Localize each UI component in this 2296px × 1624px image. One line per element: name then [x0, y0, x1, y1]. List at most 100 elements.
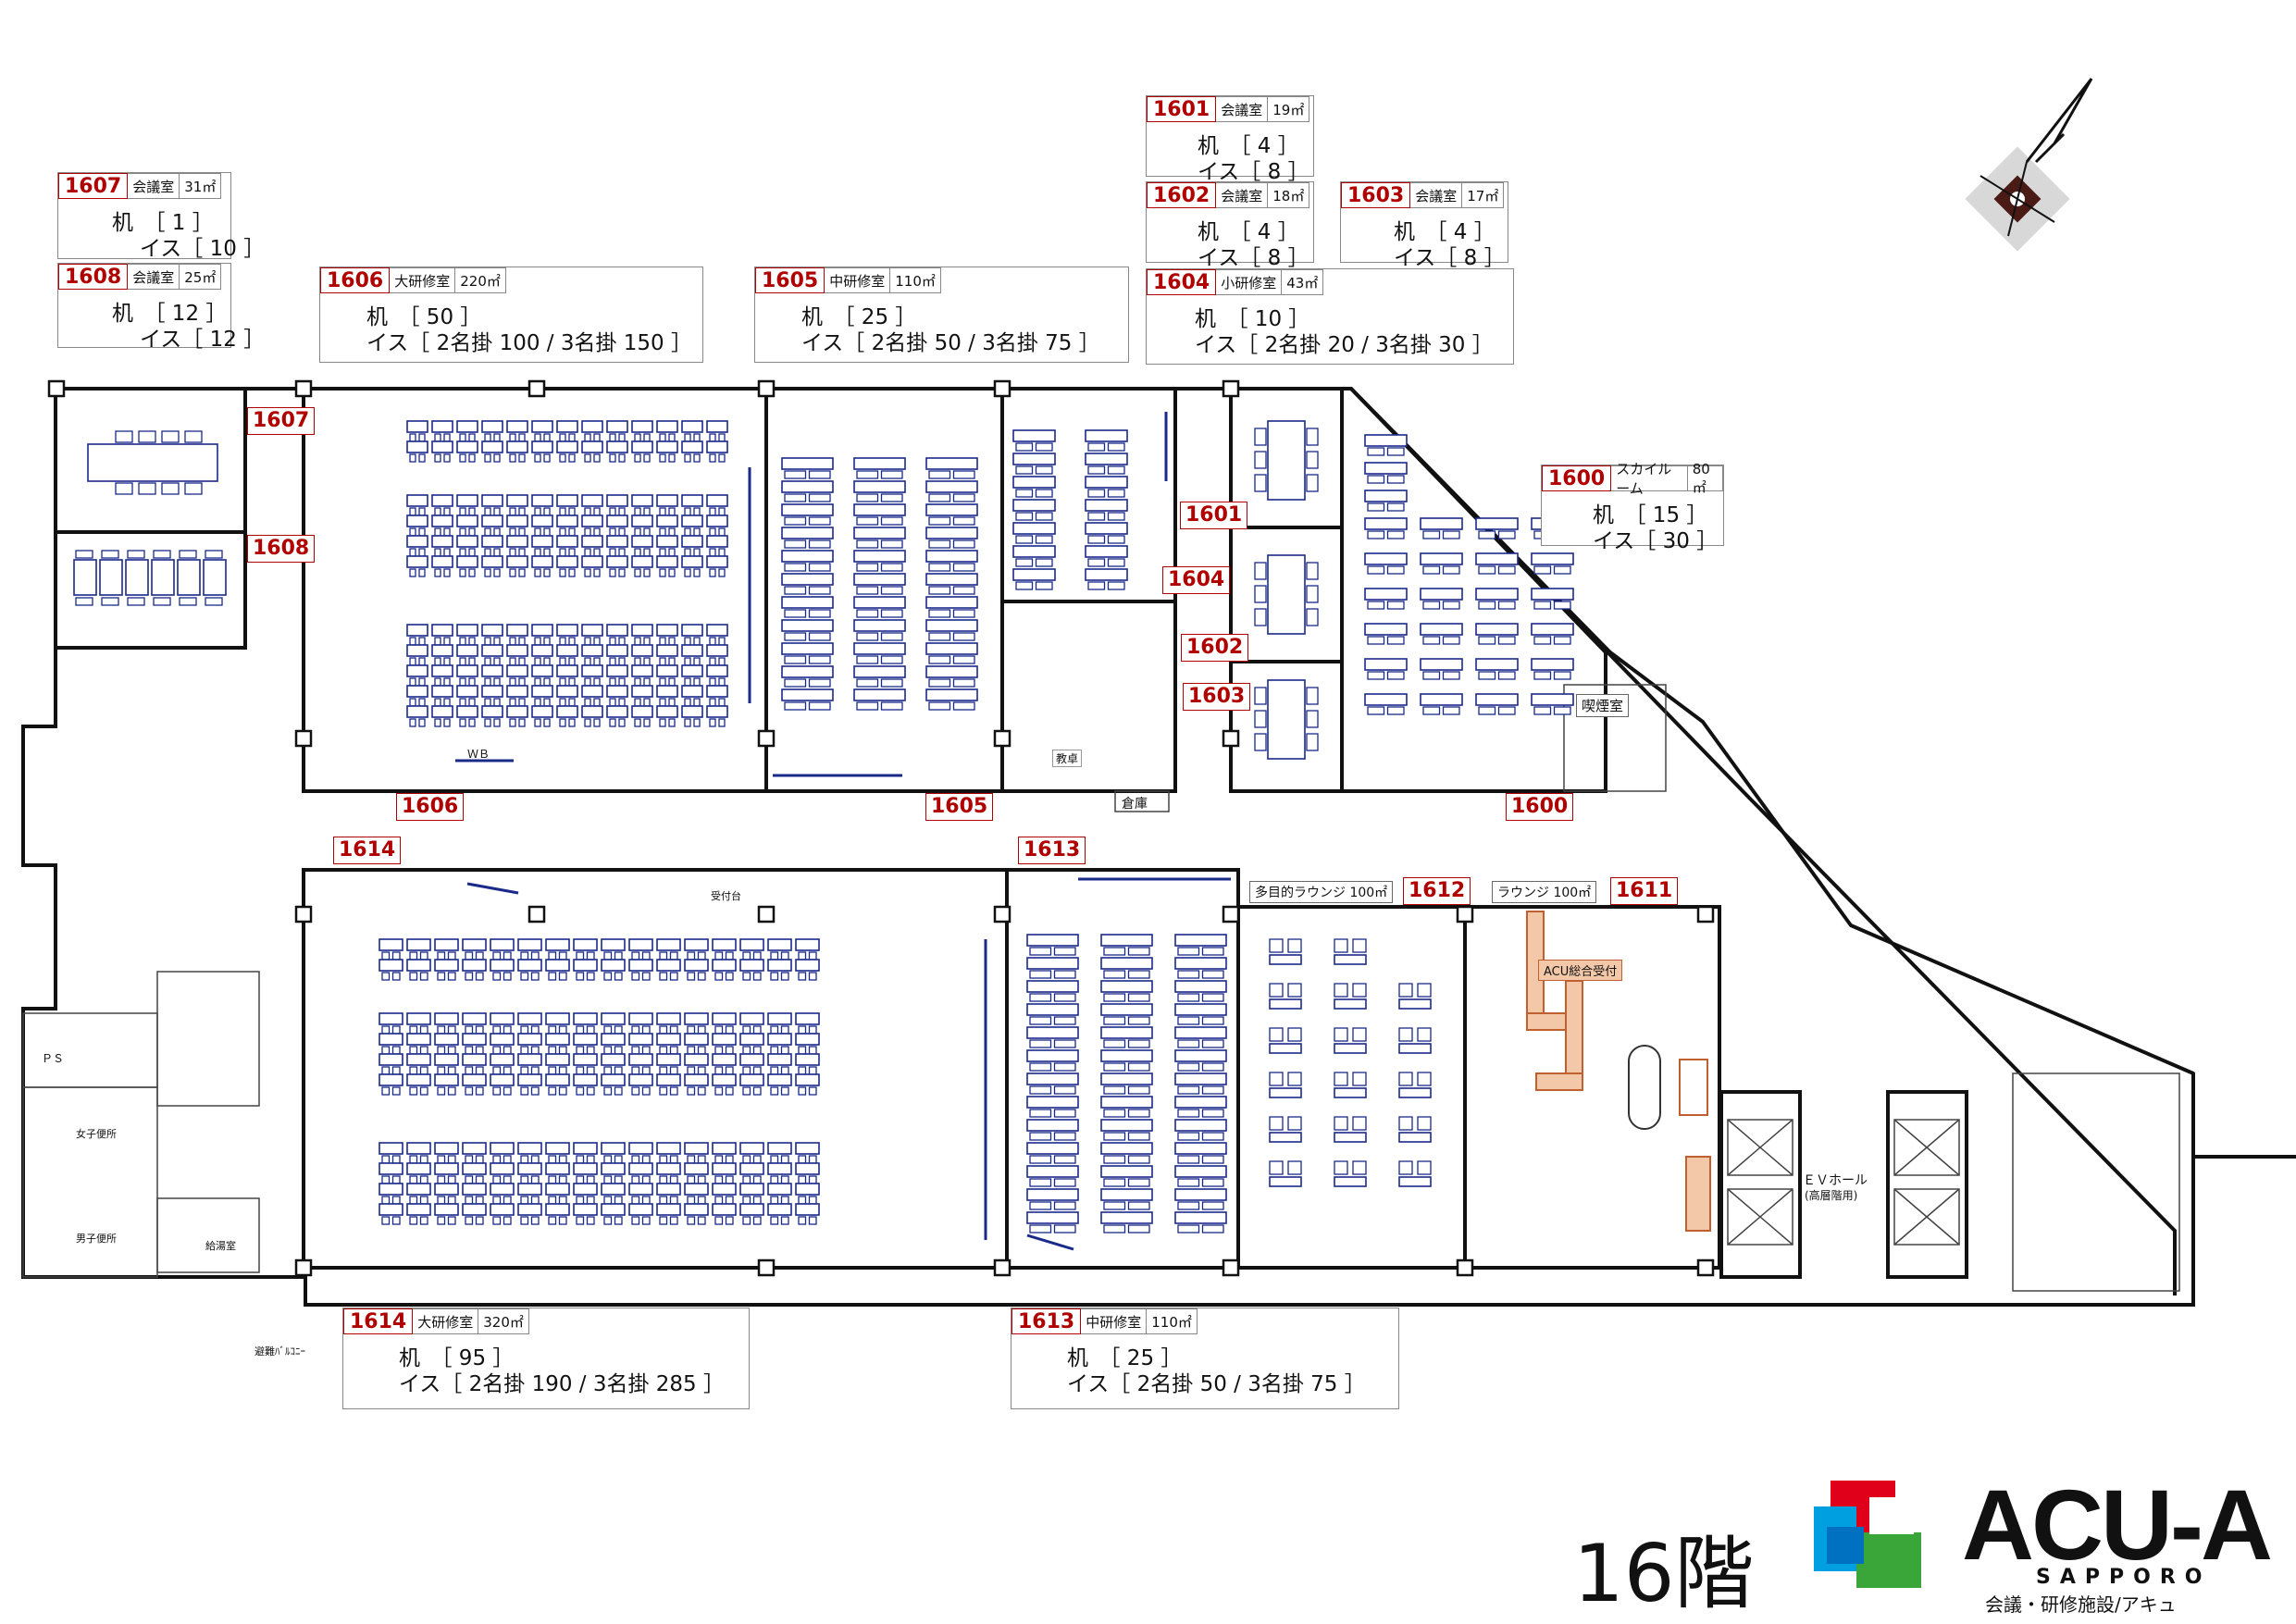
chair	[697, 1196, 706, 1205]
desk	[406, 555, 428, 568]
chair	[1201, 970, 1224, 979]
chair	[409, 718, 416, 727]
chair	[1553, 671, 1571, 680]
chair	[492, 951, 502, 961]
desk	[631, 535, 653, 548]
room-tag-1603: 1603	[1183, 683, 1251, 711]
multi-lounge-label: 多目的ラウンジ 100㎡	[1249, 881, 1394, 903]
desk	[490, 1073, 515, 1086]
lounge-label: ラウンジ 100㎡	[1492, 881, 1597, 903]
chair	[1053, 1201, 1076, 1210]
desk	[1334, 1087, 1367, 1098]
chair	[509, 548, 516, 557]
chair	[443, 527, 451, 537]
desk	[531, 514, 553, 527]
desk-count: 机 ［ 4 ］	[1198, 134, 1299, 158]
chair	[1306, 474, 1319, 492]
desk	[406, 1162, 431, 1175]
chair	[381, 1175, 391, 1184]
chair	[443, 637, 451, 646]
desk	[406, 1012, 431, 1025]
chair	[1107, 489, 1125, 498]
desk	[1334, 954, 1367, 965]
chair	[493, 637, 501, 646]
chair	[418, 433, 426, 442]
chair	[503, 1086, 512, 1096]
chair	[1127, 1178, 1150, 1187]
chair	[1053, 947, 1076, 956]
desk	[462, 959, 487, 972]
desk	[481, 664, 503, 677]
chair	[643, 453, 651, 463]
chair	[459, 527, 466, 537]
desk	[99, 559, 123, 596]
chair	[459, 568, 466, 577]
chair	[1306, 451, 1319, 469]
chair	[693, 698, 701, 707]
chair	[475, 1046, 484, 1055]
chair	[1035, 535, 1053, 544]
chair	[742, 1046, 751, 1055]
chair	[752, 972, 762, 981]
desk	[462, 1073, 487, 1086]
chair	[1201, 1178, 1224, 1187]
chair	[856, 563, 879, 572]
desk	[606, 624, 628, 637]
desk	[1531, 623, 1574, 636]
chair	[684, 568, 691, 577]
desk	[631, 514, 653, 527]
chair	[559, 718, 566, 727]
chair	[520, 1086, 529, 1096]
chair	[684, 718, 691, 727]
desk	[681, 514, 703, 527]
desk	[456, 514, 478, 527]
desk	[490, 959, 515, 972]
chair	[568, 507, 576, 516]
chair	[742, 951, 751, 961]
chair	[1201, 1085, 1224, 1095]
chair	[718, 698, 726, 707]
room-area: 110㎡	[890, 267, 941, 293]
chair	[784, 609, 807, 618]
chair	[1127, 1085, 1150, 1095]
desk	[506, 514, 528, 527]
chair	[1334, 1027, 1348, 1042]
desk	[434, 959, 459, 972]
chair	[659, 972, 668, 981]
chair	[530, 1175, 540, 1184]
desk	[431, 685, 453, 698]
desk	[581, 664, 603, 677]
desk	[531, 535, 553, 548]
chair	[1177, 1085, 1200, 1095]
chair	[1177, 1178, 1200, 1187]
desk	[706, 555, 728, 568]
chair	[576, 951, 585, 961]
desk	[601, 1183, 626, 1196]
room-tag-1612: 1612	[1403, 877, 1471, 905]
desk	[739, 1012, 764, 1025]
chair	[1053, 1062, 1076, 1072]
chair	[784, 678, 807, 688]
chair	[641, 1046, 651, 1055]
chair	[1053, 1132, 1076, 1141]
chair	[437, 972, 446, 981]
chair	[659, 568, 666, 577]
desk	[712, 1183, 737, 1196]
room-type: 会議室	[1410, 182, 1463, 208]
desk	[601, 959, 626, 972]
room-area: 17㎡	[1462, 182, 1505, 208]
chair	[534, 527, 541, 537]
desk	[681, 494, 703, 507]
desk	[1085, 499, 1128, 512]
chair	[1497, 706, 1516, 715]
desk	[1174, 934, 1227, 947]
chair	[419, 1086, 428, 1096]
chair-count: イス［ 8 ］	[1394, 246, 1506, 270]
chair	[880, 632, 903, 641]
room-tag-1614: 1614	[333, 837, 402, 864]
chair	[584, 568, 591, 577]
chair	[447, 1196, 456, 1205]
chair	[559, 527, 566, 537]
desk	[681, 420, 703, 433]
